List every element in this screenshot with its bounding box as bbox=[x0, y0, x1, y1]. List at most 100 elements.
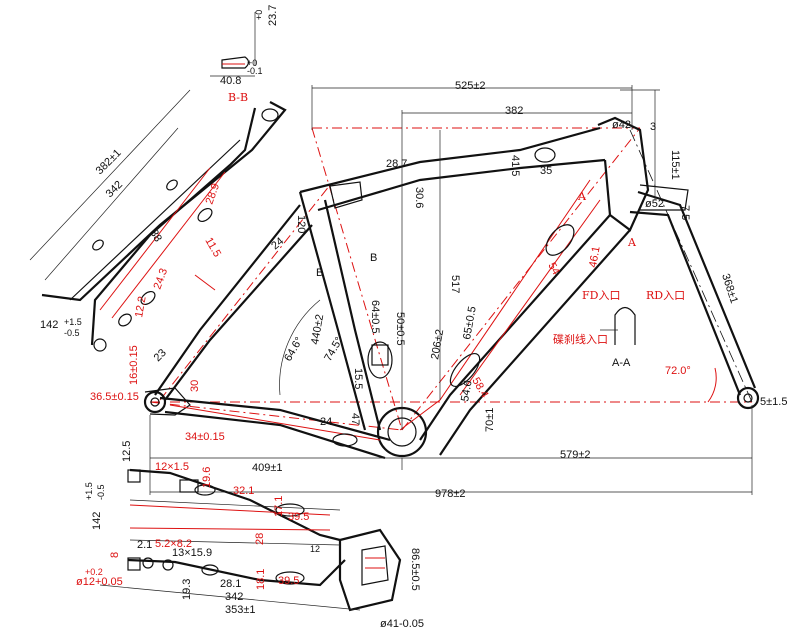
dim-65: 65±0.5 bbox=[461, 305, 479, 340]
down-tube-upper bbox=[419, 214, 611, 441]
dim-70: 70±1 bbox=[484, 408, 496, 432]
dim-18-1: 18.1 bbox=[255, 569, 267, 590]
seatstay-view-outline-2 bbox=[90, 107, 257, 346]
chainstay-lower bbox=[164, 410, 386, 460]
dim-38: 38 bbox=[147, 228, 164, 245]
dim-28: 28 bbox=[254, 533, 266, 545]
dim-30: 30 bbox=[189, 380, 201, 392]
dim-12-5: 12.5 bbox=[121, 441, 133, 462]
angle-arc-72 bbox=[707, 367, 717, 403]
label-a-top: A bbox=[577, 190, 587, 203]
fork-dropout bbox=[736, 386, 760, 410]
dim-plus0-2: +0.2 bbox=[85, 567, 103, 577]
chainstay-axis bbox=[149, 401, 403, 431]
tt-tab-detail bbox=[210, 12, 256, 77]
seat-clamp bbox=[329, 181, 363, 209]
dim-tol-tl: +1.5 bbox=[64, 317, 82, 327]
tt-port bbox=[534, 147, 556, 163]
dim-517: 517 bbox=[449, 275, 461, 293]
seat-tube-port bbox=[367, 341, 393, 379]
down-tube-axis bbox=[401, 127, 641, 431]
dim-120: 120 bbox=[295, 215, 307, 233]
label-b-right: B bbox=[370, 252, 377, 264]
rear-dropout bbox=[143, 390, 167, 414]
section-a-a-outline bbox=[614, 306, 636, 345]
seatstay-upper bbox=[154, 204, 301, 396]
dim-tol-tl2: -0.5 bbox=[64, 328, 80, 338]
dim-86-5: 86.5±0.5 bbox=[409, 548, 421, 591]
dim-342-top: 342 bbox=[104, 179, 125, 200]
dim-440: 440±2 bbox=[309, 313, 326, 345]
port-box bbox=[371, 344, 389, 366]
dt-lower-port bbox=[449, 353, 481, 387]
dim-7-5: 7.5 bbox=[679, 205, 691, 220]
dim-409: 409±1 bbox=[252, 462, 283, 474]
dim-382-1: 382±1 bbox=[94, 147, 124, 177]
dim-phi52: ø52 bbox=[645, 198, 664, 210]
dim-28-1: 28.1 bbox=[220, 578, 241, 590]
seatstay-view bbox=[29, 89, 287, 352]
dim-47: 47 bbox=[349, 413, 361, 425]
dim-39-5b: 39.5 bbox=[278, 575, 299, 587]
label-b-b: B-B bbox=[228, 91, 248, 104]
down-tube-lower bbox=[439, 229, 631, 456]
dim-3: 3 bbox=[650, 121, 656, 133]
dim-phi42: ø42 bbox=[612, 119, 631, 131]
dim-50: 50±0.5 bbox=[394, 312, 406, 346]
dim-12x1-5: 12×1.5 bbox=[155, 461, 189, 473]
note-fd: FD入口 bbox=[582, 289, 620, 302]
dt-port bbox=[545, 224, 575, 256]
fork-axis bbox=[629, 129, 753, 403]
dim-tol-bl2: -0.5 bbox=[96, 484, 106, 500]
dim-579: 579±2 bbox=[560, 449, 591, 461]
fork-crown bbox=[639, 184, 689, 211]
dim-11-5: 11.5 bbox=[202, 236, 223, 260]
dim-plus0-lower: +0 bbox=[247, 58, 257, 68]
dim-16: 16±0.15 bbox=[128, 345, 140, 385]
dim-46-1: 46.1 bbox=[587, 245, 603, 268]
dim-23: 23 bbox=[152, 347, 169, 364]
dim-5-2x8-2: 5.2×8.2 bbox=[155, 538, 192, 550]
cs-detail-lower bbox=[127, 558, 346, 587]
note-rd: RD入口 bbox=[646, 289, 685, 302]
dim-30-6: 30.6 bbox=[413, 187, 425, 208]
cs-port bbox=[332, 433, 358, 447]
seat-tube-rear bbox=[298, 191, 367, 431]
dim-tol-bl: +1.5 bbox=[84, 482, 94, 500]
dim-54-6: 54.6 bbox=[459, 379, 475, 402]
dim-342-bot: 342 bbox=[225, 591, 243, 603]
cs-detail-upper bbox=[129, 468, 341, 542]
dim-978: 978±2 bbox=[435, 488, 466, 500]
dim-12-small: 12 bbox=[310, 544, 320, 554]
dim-5: 5±1.5 bbox=[760, 396, 787, 408]
dim-23-7: 23.7 bbox=[267, 5, 279, 26]
dim-phi12: ø12+0.05 bbox=[76, 576, 123, 588]
cs-bb-end bbox=[338, 528, 402, 612]
dim-39-5a: 39.5 bbox=[288, 511, 309, 523]
dim-24-3: 24.3 bbox=[152, 267, 171, 291]
dim-206: 206±2 bbox=[429, 328, 446, 360]
seat-tube-axis bbox=[311, 127, 403, 431]
dropout-plate bbox=[144, 387, 191, 416]
dim-13x15-9: 13×15.9 bbox=[172, 547, 212, 559]
cable-route-2 bbox=[459, 199, 601, 396]
dim-phi41: ø41-0.05 bbox=[380, 618, 424, 630]
rear-axle bbox=[150, 397, 160, 407]
fork-blade-front bbox=[637, 190, 757, 389]
dim-32-1: 32.1 bbox=[233, 485, 254, 497]
main-frame bbox=[143, 85, 760, 495]
dim-24-stay: 24 bbox=[320, 416, 332, 428]
dim-15-5: 15.5 bbox=[352, 368, 364, 389]
dim-54: 54 bbox=[545, 261, 562, 278]
dim-74-5: 74.5° bbox=[322, 335, 345, 363]
dim-plus0-upper: +0 bbox=[254, 10, 264, 20]
dim-35: 35 bbox=[540, 165, 552, 177]
dim-142-bl: 142 bbox=[91, 512, 103, 530]
dim-28-7: 28.7 bbox=[386, 158, 407, 170]
dim-36-5: 36.5±0.15 bbox=[90, 391, 139, 403]
dim-12-2: 12.2 bbox=[133, 295, 149, 318]
seatstay-axis bbox=[159, 184, 331, 401]
dim-17-1: 17.1 bbox=[273, 496, 285, 517]
